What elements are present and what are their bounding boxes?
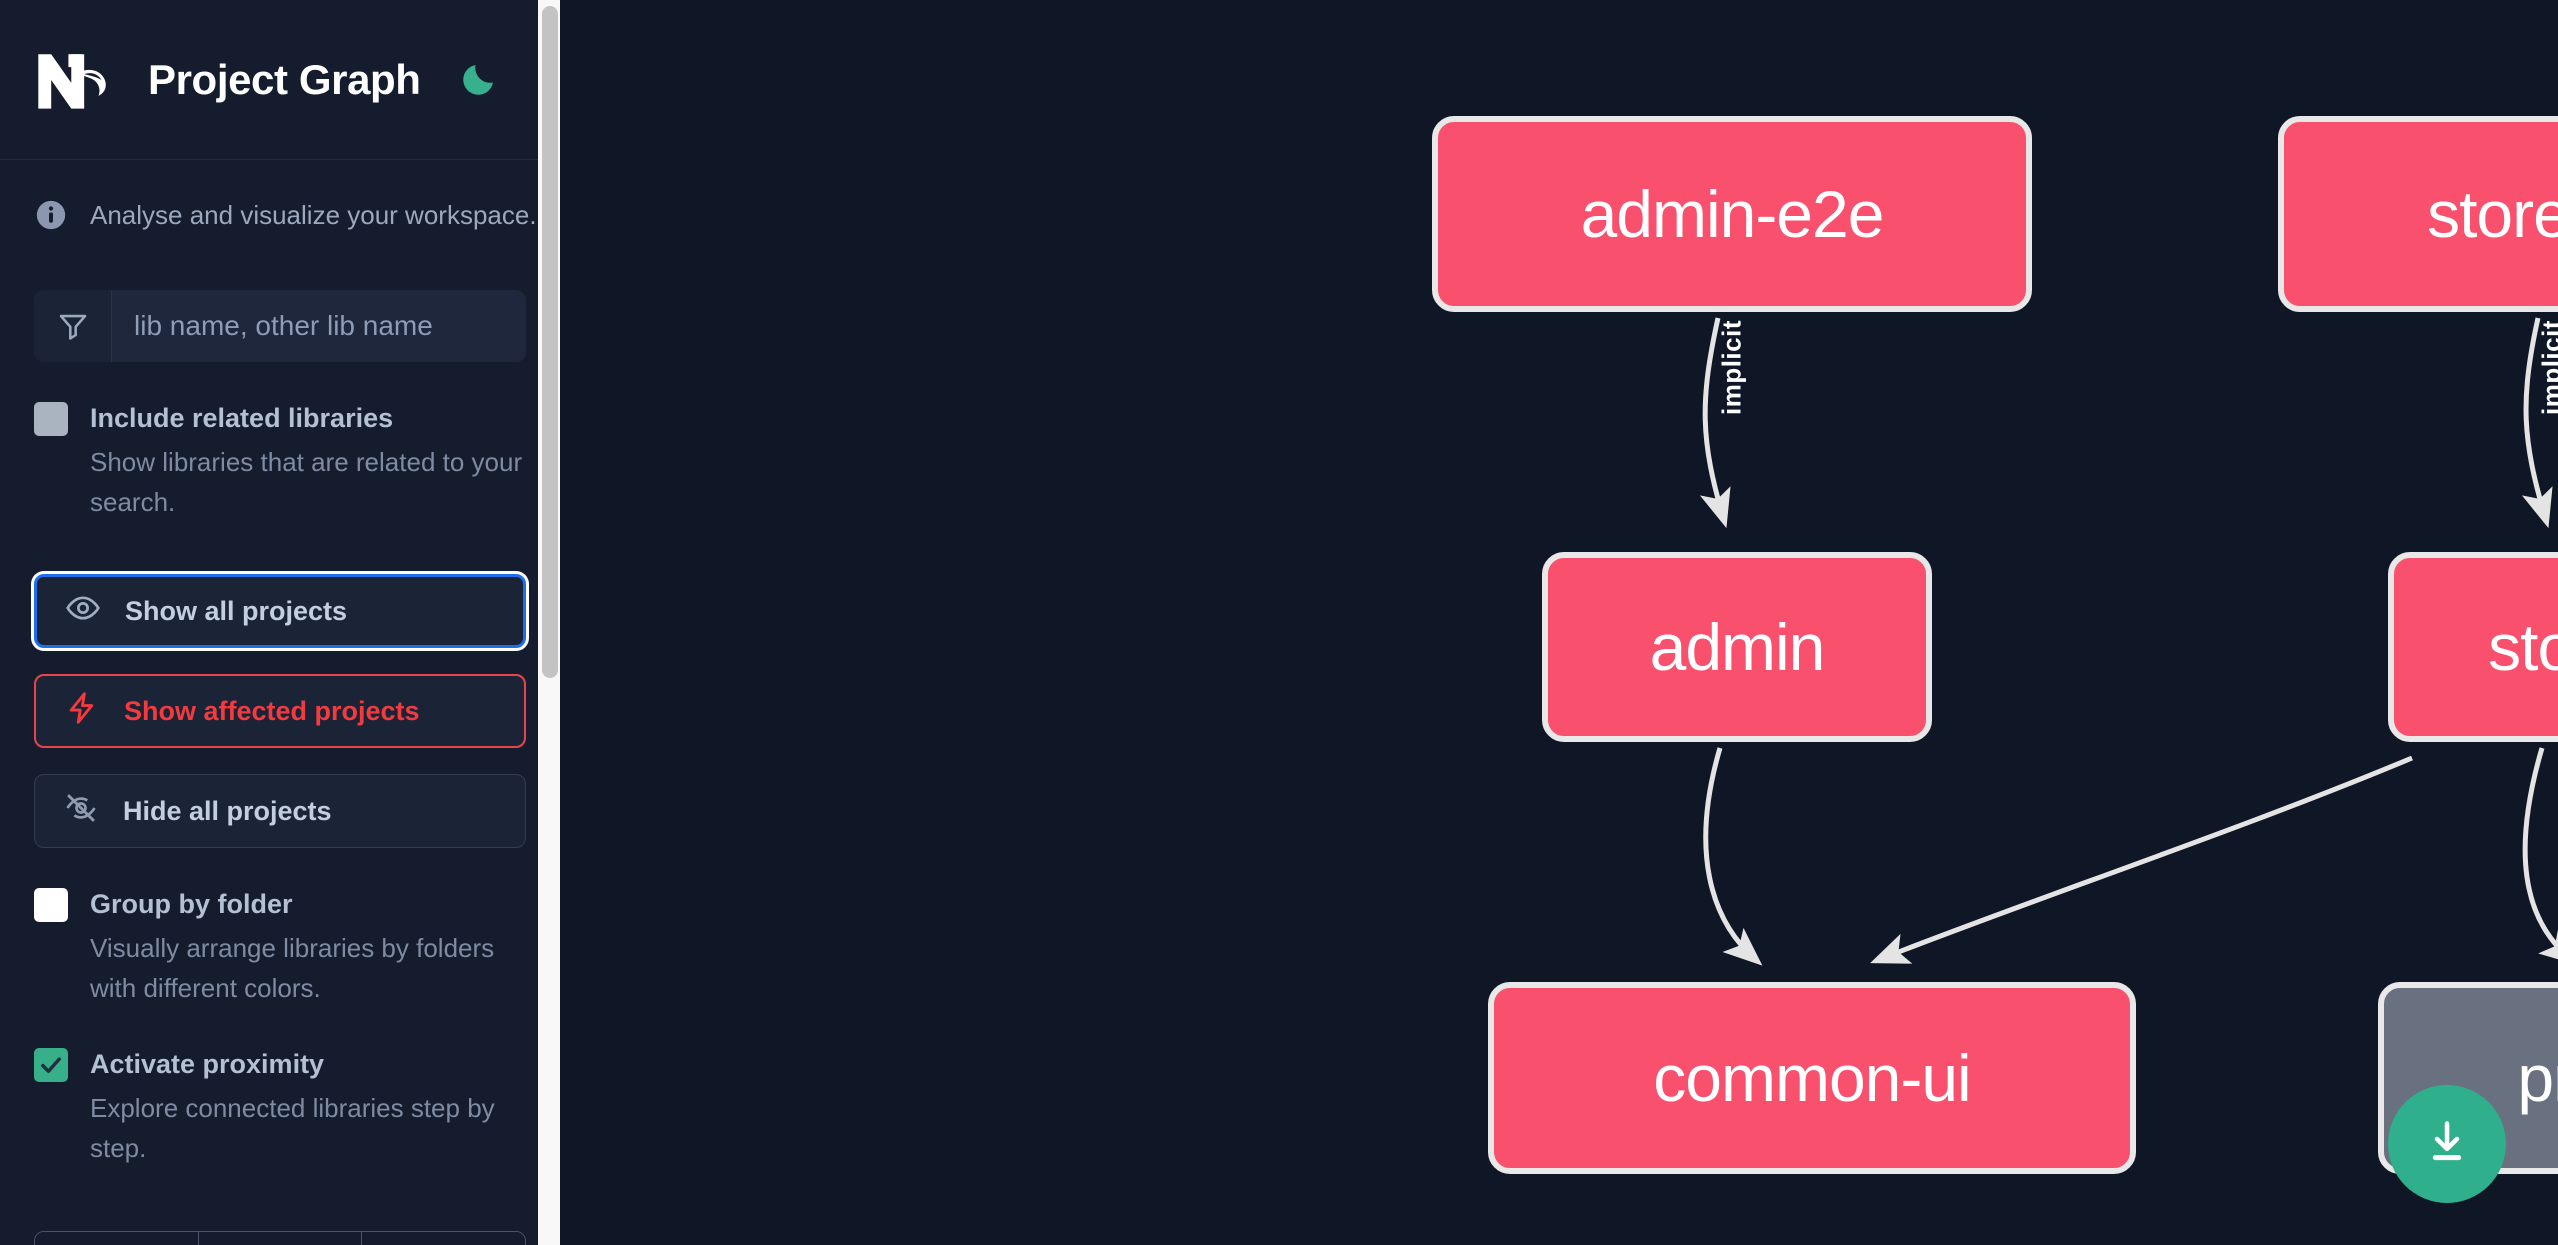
graph-node-store-e2e[interactable]: store-e2e: [2278, 116, 2558, 312]
sidebar-scrollbar-thumb[interactable]: [542, 6, 558, 678]
edge-admin-to-common-ui: [1703, 747, 1763, 966]
graph-node-store[interactable]: store: [2388, 552, 2558, 742]
page-title: Project Graph: [148, 55, 421, 103]
edge-admin-e2e-to-admin: [1699, 317, 1731, 529]
segment-2[interactable]: [198, 1232, 363, 1245]
lightning-bolt-icon: [64, 690, 100, 733]
info-circle-icon: [34, 198, 68, 232]
graph-node-admin-e2e[interactable]: admin-e2e: [1432, 116, 2032, 312]
eye-icon: [65, 590, 101, 633]
project-visibility-buttons: Show all projects Show affected projects: [0, 574, 560, 848]
search-bar: [34, 290, 526, 362]
show-affected-projects-button[interactable]: Show affected projects: [34, 674, 526, 748]
checkbox-include-related-libraries[interactable]: Include related libraries: [34, 398, 526, 438]
edge-store-to-products: [2522, 747, 2558, 966]
tagline: Analyse and visualize your workspace.: [0, 160, 560, 232]
checkbox-description: Visually arrange libraries by folders wi…: [90, 933, 495, 1003]
eye-off-icon: [63, 790, 99, 833]
checkbox-group-activate-proximity: Activate proximity Explore connected lib…: [0, 1044, 560, 1168]
checkbox-description: Explore connected libraries step by step…: [90, 1093, 495, 1163]
nx-logo-icon: [34, 48, 120, 112]
segment-1[interactable]: [35, 1232, 199, 1245]
checkbox-box-icon[interactable]: [34, 402, 68, 436]
checkbox-group-group-by-folder: Group by folder Visually arrange librari…: [0, 884, 560, 1008]
hide-all-projects-button[interactable]: Hide all projects: [34, 774, 526, 848]
segmented-button-group[interactable]: [34, 1231, 526, 1245]
moon-icon[interactable]: [455, 57, 501, 103]
edge-store-e2e-to-store: [2521, 317, 2553, 529]
filter-icon: [34, 290, 112, 362]
tagline-text: Analyse and visualize your workspace.: [90, 199, 537, 230]
checkbox-label: Activate proximity: [90, 1049, 325, 1079]
segment-3[interactable]: [362, 1232, 525, 1245]
search-input[interactable]: [112, 290, 526, 362]
checkbox-activate-proximity[interactable]: Activate proximity: [34, 1044, 526, 1084]
show-all-projects-button[interactable]: Show all projects: [34, 574, 526, 648]
button-label: Hide all projects: [123, 795, 332, 826]
download-graph-button[interactable]: [2388, 1085, 2506, 1203]
checkbox-group-include-related: Include related libraries Show libraries…: [0, 398, 560, 522]
checkbox-description: Show libraries that are related to your …: [90, 447, 523, 517]
button-label: Show all projects: [125, 595, 348, 626]
button-label: Show affected projects: [124, 695, 420, 726]
download-icon: [2421, 1116, 2473, 1173]
graph-node-admin[interactable]: admin: [1542, 552, 1932, 742]
checkbox-label: Group by folder: [90, 889, 293, 919]
sidebar: Project Graph Analyse and visualize your…: [0, 0, 560, 1245]
graph-node-common-ui[interactable]: common-ui: [1488, 982, 2136, 1174]
sidebar-scrollbar-track[interactable]: [538, 0, 560, 1245]
edge-store-to-common-ui: [1870, 755, 2413, 964]
sidebar-header: Project Graph: [0, 0, 560, 160]
checkbox-box-icon[interactable]: [34, 888, 68, 922]
checkbox-label: Include related libraries: [90, 403, 394, 433]
checkbox-group-by-folder[interactable]: Group by folder: [34, 884, 526, 924]
graph-canvas[interactable]: implicit implicit admin-e2e store-e2e ad…: [560, 0, 2558, 1245]
graph-edges: [1699, 317, 2558, 966]
checkbox-box-checked-icon[interactable]: [34, 1048, 68, 1082]
